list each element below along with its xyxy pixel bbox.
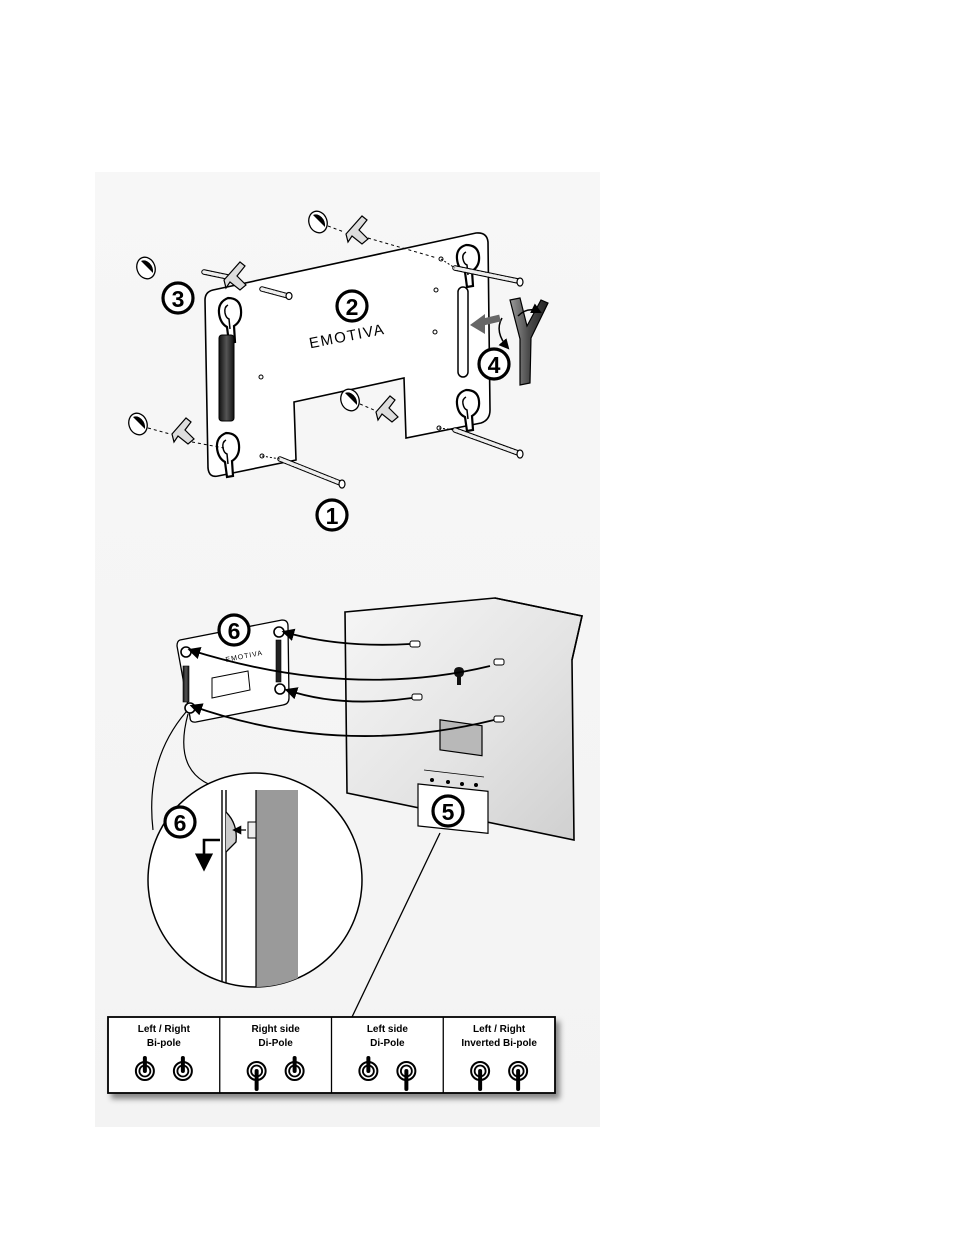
switch-section-subtitle: Bi-pole (147, 1038, 181, 1049)
step-number: 2 (337, 291, 367, 321)
svg-text:1: 1 (326, 503, 339, 529)
wall-anchor (134, 255, 246, 290)
svg-text:4: 4 (488, 352, 501, 378)
step-number: 5 (433, 796, 463, 826)
svg-text:6: 6 (228, 618, 241, 644)
step-number: 1 (317, 500, 347, 530)
bracket-plate (205, 233, 490, 476)
adjust-slot (458, 287, 468, 377)
switch-leader-line (352, 833, 440, 1017)
switch-section-title: Left / Right (138, 1024, 191, 1035)
svg-text:3: 3 (172, 286, 185, 312)
bracket-exploded-view: EMOTIVA (126, 209, 548, 488)
switch-section-title: Left side (367, 1024, 409, 1035)
switch-section-subtitle: Di-Pole (370, 1038, 405, 1049)
step-number: 6 (165, 807, 195, 837)
speaker-cabinet (345, 598, 582, 840)
switch-section-subtitle: Di-Pole (258, 1038, 293, 1049)
step-number: 4 (479, 349, 509, 379)
svg-text:2: 2 (346, 294, 359, 320)
step-number: 6 (219, 615, 249, 645)
switch-section-title: Right side (251, 1024, 300, 1035)
svg-text:6: 6 (174, 810, 187, 836)
screw (439, 428, 523, 458)
switch-section-subtitle: Inverted Bi-pole (461, 1038, 537, 1049)
screw (204, 272, 228, 277)
switch-section-title: Left / Right (473, 1024, 526, 1035)
svg-text:5: 5 (442, 799, 455, 825)
wall-anchor (338, 387, 398, 422)
step-number: 3 (163, 283, 193, 313)
rubber-pad (219, 335, 234, 421)
